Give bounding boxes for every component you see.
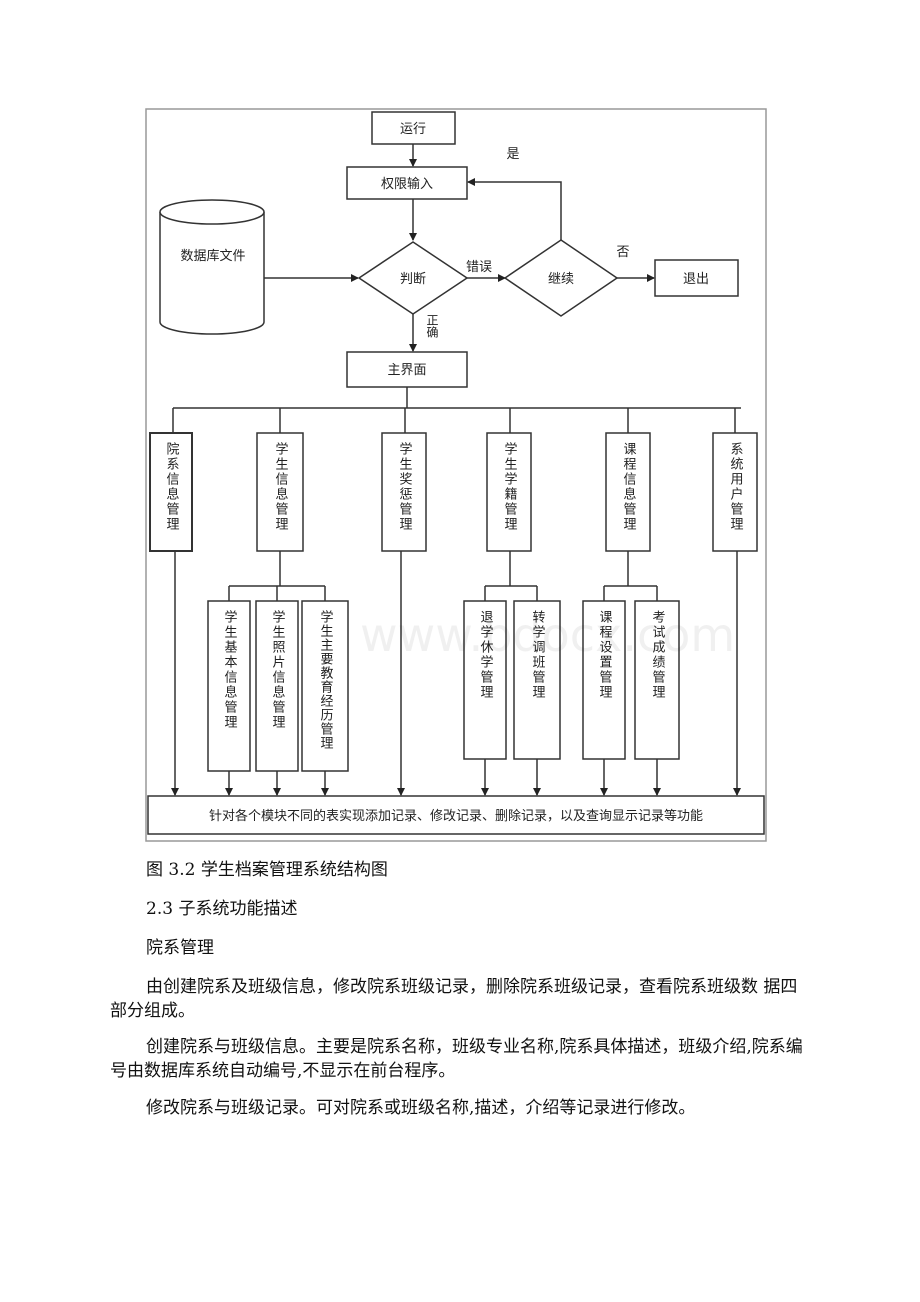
- subsection-heading: 院系管理: [146, 938, 214, 958]
- module-system-user: 系统用户管理: [712, 408, 758, 552]
- database-label: 数据库文件: [180, 248, 245, 264]
- submodule-suspension: 退学休学管理: [463, 600, 507, 760]
- svg-text:课程设置管理: 课程设置管理: [597, 610, 613, 700]
- svg-text:院系信息管理: 院系信息管理: [164, 442, 180, 532]
- main-interface-label: 主界面: [387, 363, 426, 378]
- module-yuanxi: 院系信息管理: [149, 408, 193, 552]
- svg-text:退学休学管理: 退学休学管理: [478, 610, 494, 700]
- paragraph-1: 由创建院系及班级信息，修改院系班级记录，删除院系班级记录，查看院系班级数 据四部…: [110, 977, 798, 1021]
- system-structure-diagram: 运行 权限输入 数据库文件 判断 错误 继续 是 否 退出 正确 主界面 院系信…: [145, 108, 769, 848]
- submodule-basic-info: 学生基本信息管理: [207, 600, 251, 772]
- database-cylinder: [159, 199, 265, 335]
- exit-label: 退出: [683, 272, 709, 287]
- paragraph-3: 修改院系与班级记录。可对院系或班级名称,描述，介绍等记录进行修改。: [146, 1098, 696, 1118]
- svg-text:转学调班管理: 转学调班管理: [530, 610, 546, 700]
- run-label: 运行: [400, 122, 426, 137]
- module-school-status: 学生学籍管理: [486, 408, 532, 552]
- figure-caption: 图 3.2 学生档案管理系统结构图: [146, 860, 388, 880]
- svg-text:学生基本信息管理: 学生基本信息管理: [222, 609, 238, 730]
- main-interface-box: [346, 351, 468, 388]
- yes-label: 是: [506, 147, 519, 162]
- module-reward-punish: 学生奖惩管理: [381, 408, 427, 552]
- submodule-course-setup: 课程设置管理: [582, 600, 626, 760]
- error-label: 错误: [466, 260, 492, 275]
- svg-text:课程信息管理: 课程信息管理: [621, 442, 637, 532]
- svg-text:系统用户管理: 系统用户管理: [728, 442, 744, 532]
- watermark: www.bdocx.com: [360, 608, 736, 662]
- submodule-exam-scores: 考试成绩管理: [634, 600, 680, 760]
- auth-input-box: [346, 166, 468, 200]
- submodule-education-history: 学生主要教育经历管理: [301, 600, 349, 772]
- svg-text:学生信息管理: 学生信息管理: [273, 441, 289, 532]
- auth-input-label: 权限输入: [381, 176, 433, 192]
- judge-label: 判断: [400, 272, 426, 287]
- svg-text:学生奖惩管理: 学生奖惩管理: [397, 441, 413, 532]
- svg-text:学生学籍管理: 学生学籍管理: [502, 441, 518, 532]
- svg-text:学生照片信息管理: 学生照片信息管理: [270, 609, 286, 730]
- no-label: 否: [616, 245, 629, 260]
- correct-label: 正确: [425, 314, 439, 338]
- continue-diamond: [503, 239, 619, 317]
- svg-text:考试成绩管理: 考试成绩管理: [650, 610, 666, 700]
- submodule-photo-info: 学生照片信息管理: [255, 600, 299, 772]
- paragraph-2: 创建院系与班级信息。主要是院系名称，班级专业名称,院系具体描述，班级介绍,院系编…: [110, 1037, 803, 1081]
- function-bar-label: 针对各个模块不同的表实现添加记录、修改记录、删除记录，以及查询显示记录等功能: [209, 808, 703, 824]
- module-student-info: 学生信息管理: [256, 408, 304, 552]
- section-heading: 2.3 子系统功能描述: [146, 899, 298, 919]
- run-box: [371, 111, 456, 145]
- continue-label: 继续: [548, 272, 574, 287]
- exit-box: [654, 259, 739, 297]
- function-bar: [147, 795, 765, 835]
- svg-text:学生主要教育经历管理: 学生主要教育经历管理: [318, 609, 334, 750]
- submodule-transfer: 转学调班管理: [513, 600, 561, 760]
